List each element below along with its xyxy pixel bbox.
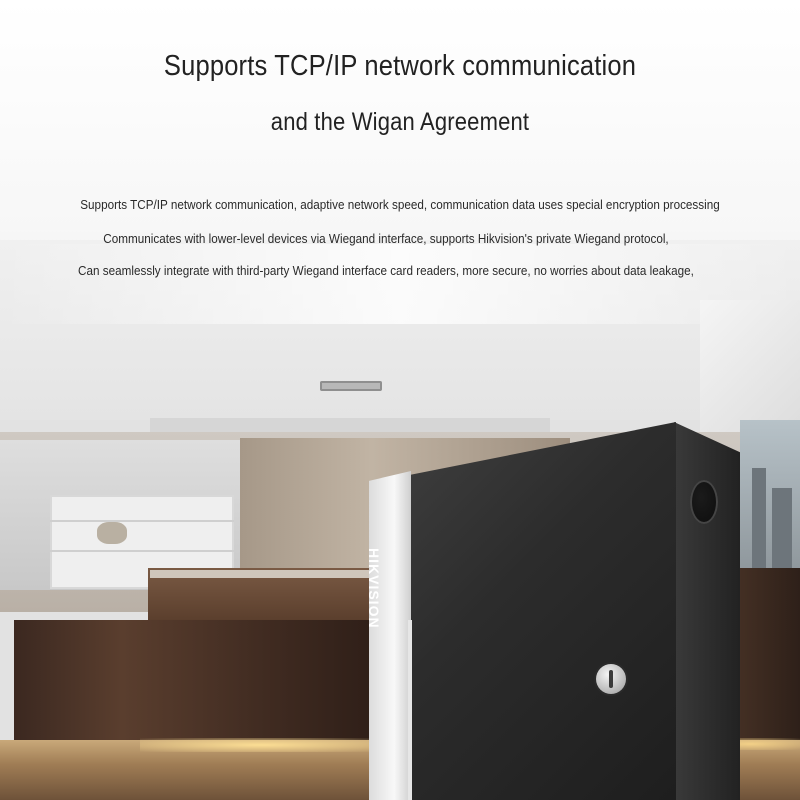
ceiling-beam (150, 418, 550, 432)
enclosure-white-strip (369, 471, 411, 800)
strip-groove (408, 620, 412, 800)
description-line-3: Can seamlessly integrate with third-part… (78, 263, 694, 278)
headline-line-1: Supports TCP/IP network communication (163, 50, 637, 82)
ceiling-vent (320, 381, 382, 391)
floor-light (140, 738, 380, 752)
brand-logo: HIKVISION (366, 548, 382, 629)
building (772, 488, 792, 588)
cable-knockout-hole (690, 480, 718, 524)
desk-highlight (150, 570, 380, 578)
enclosure-side-panel (674, 422, 740, 800)
building (752, 468, 766, 588)
lock-keyhole (609, 670, 613, 688)
ceiling-light (0, 244, 800, 324)
enclosure-front-panel (410, 422, 676, 800)
skylight (700, 300, 800, 440)
description-line-1: Supports TCP/IP network communication, a… (80, 197, 720, 212)
reception-counter (14, 620, 374, 740)
description-line-2: Communicates with lower-level devices vi… (103, 231, 669, 246)
plant (97, 522, 127, 544)
shelf-divider (50, 550, 234, 552)
headline-line-2: and the Wigan Agreement (270, 108, 530, 136)
shelf-divider (50, 520, 234, 522)
